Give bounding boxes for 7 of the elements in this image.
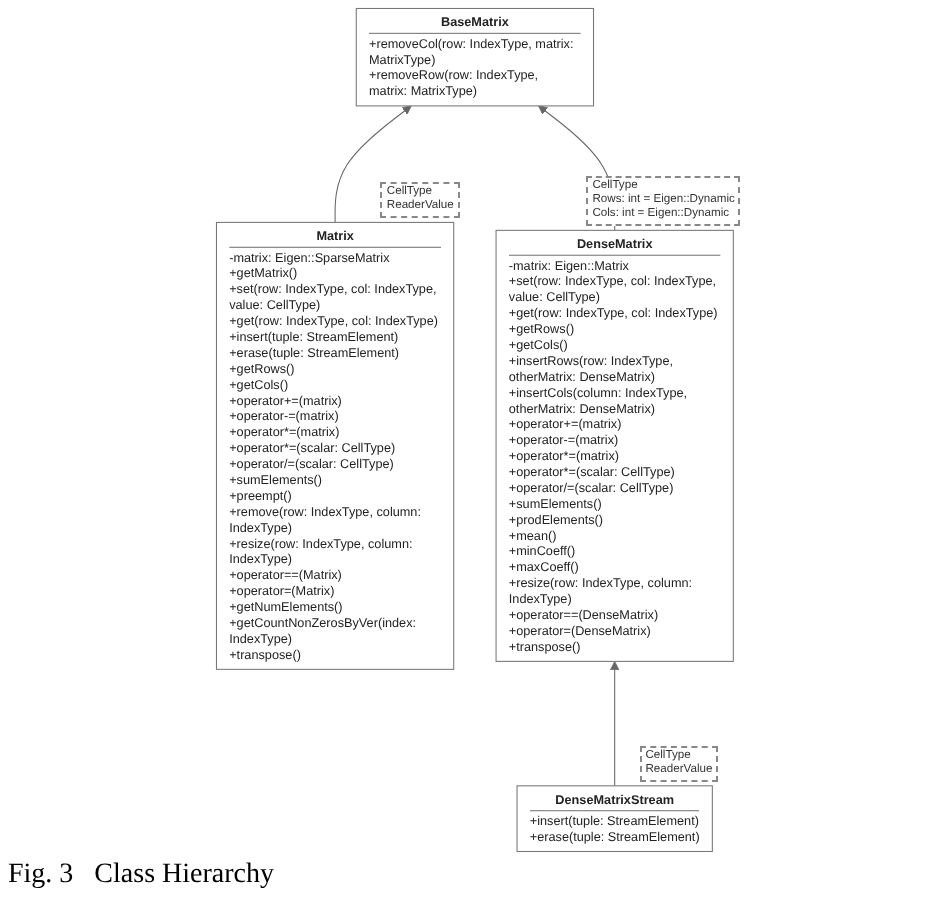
node-box bbox=[215, 221, 454, 670]
node-box bbox=[354, 7, 594, 107]
arrow bbox=[333, 105, 411, 223]
figure-caption: Fig. 3 Class Hierarchy bbox=[6, 860, 276, 892]
arrow bbox=[609, 660, 619, 787]
node-box bbox=[515, 785, 712, 853]
node-box bbox=[494, 229, 733, 662]
